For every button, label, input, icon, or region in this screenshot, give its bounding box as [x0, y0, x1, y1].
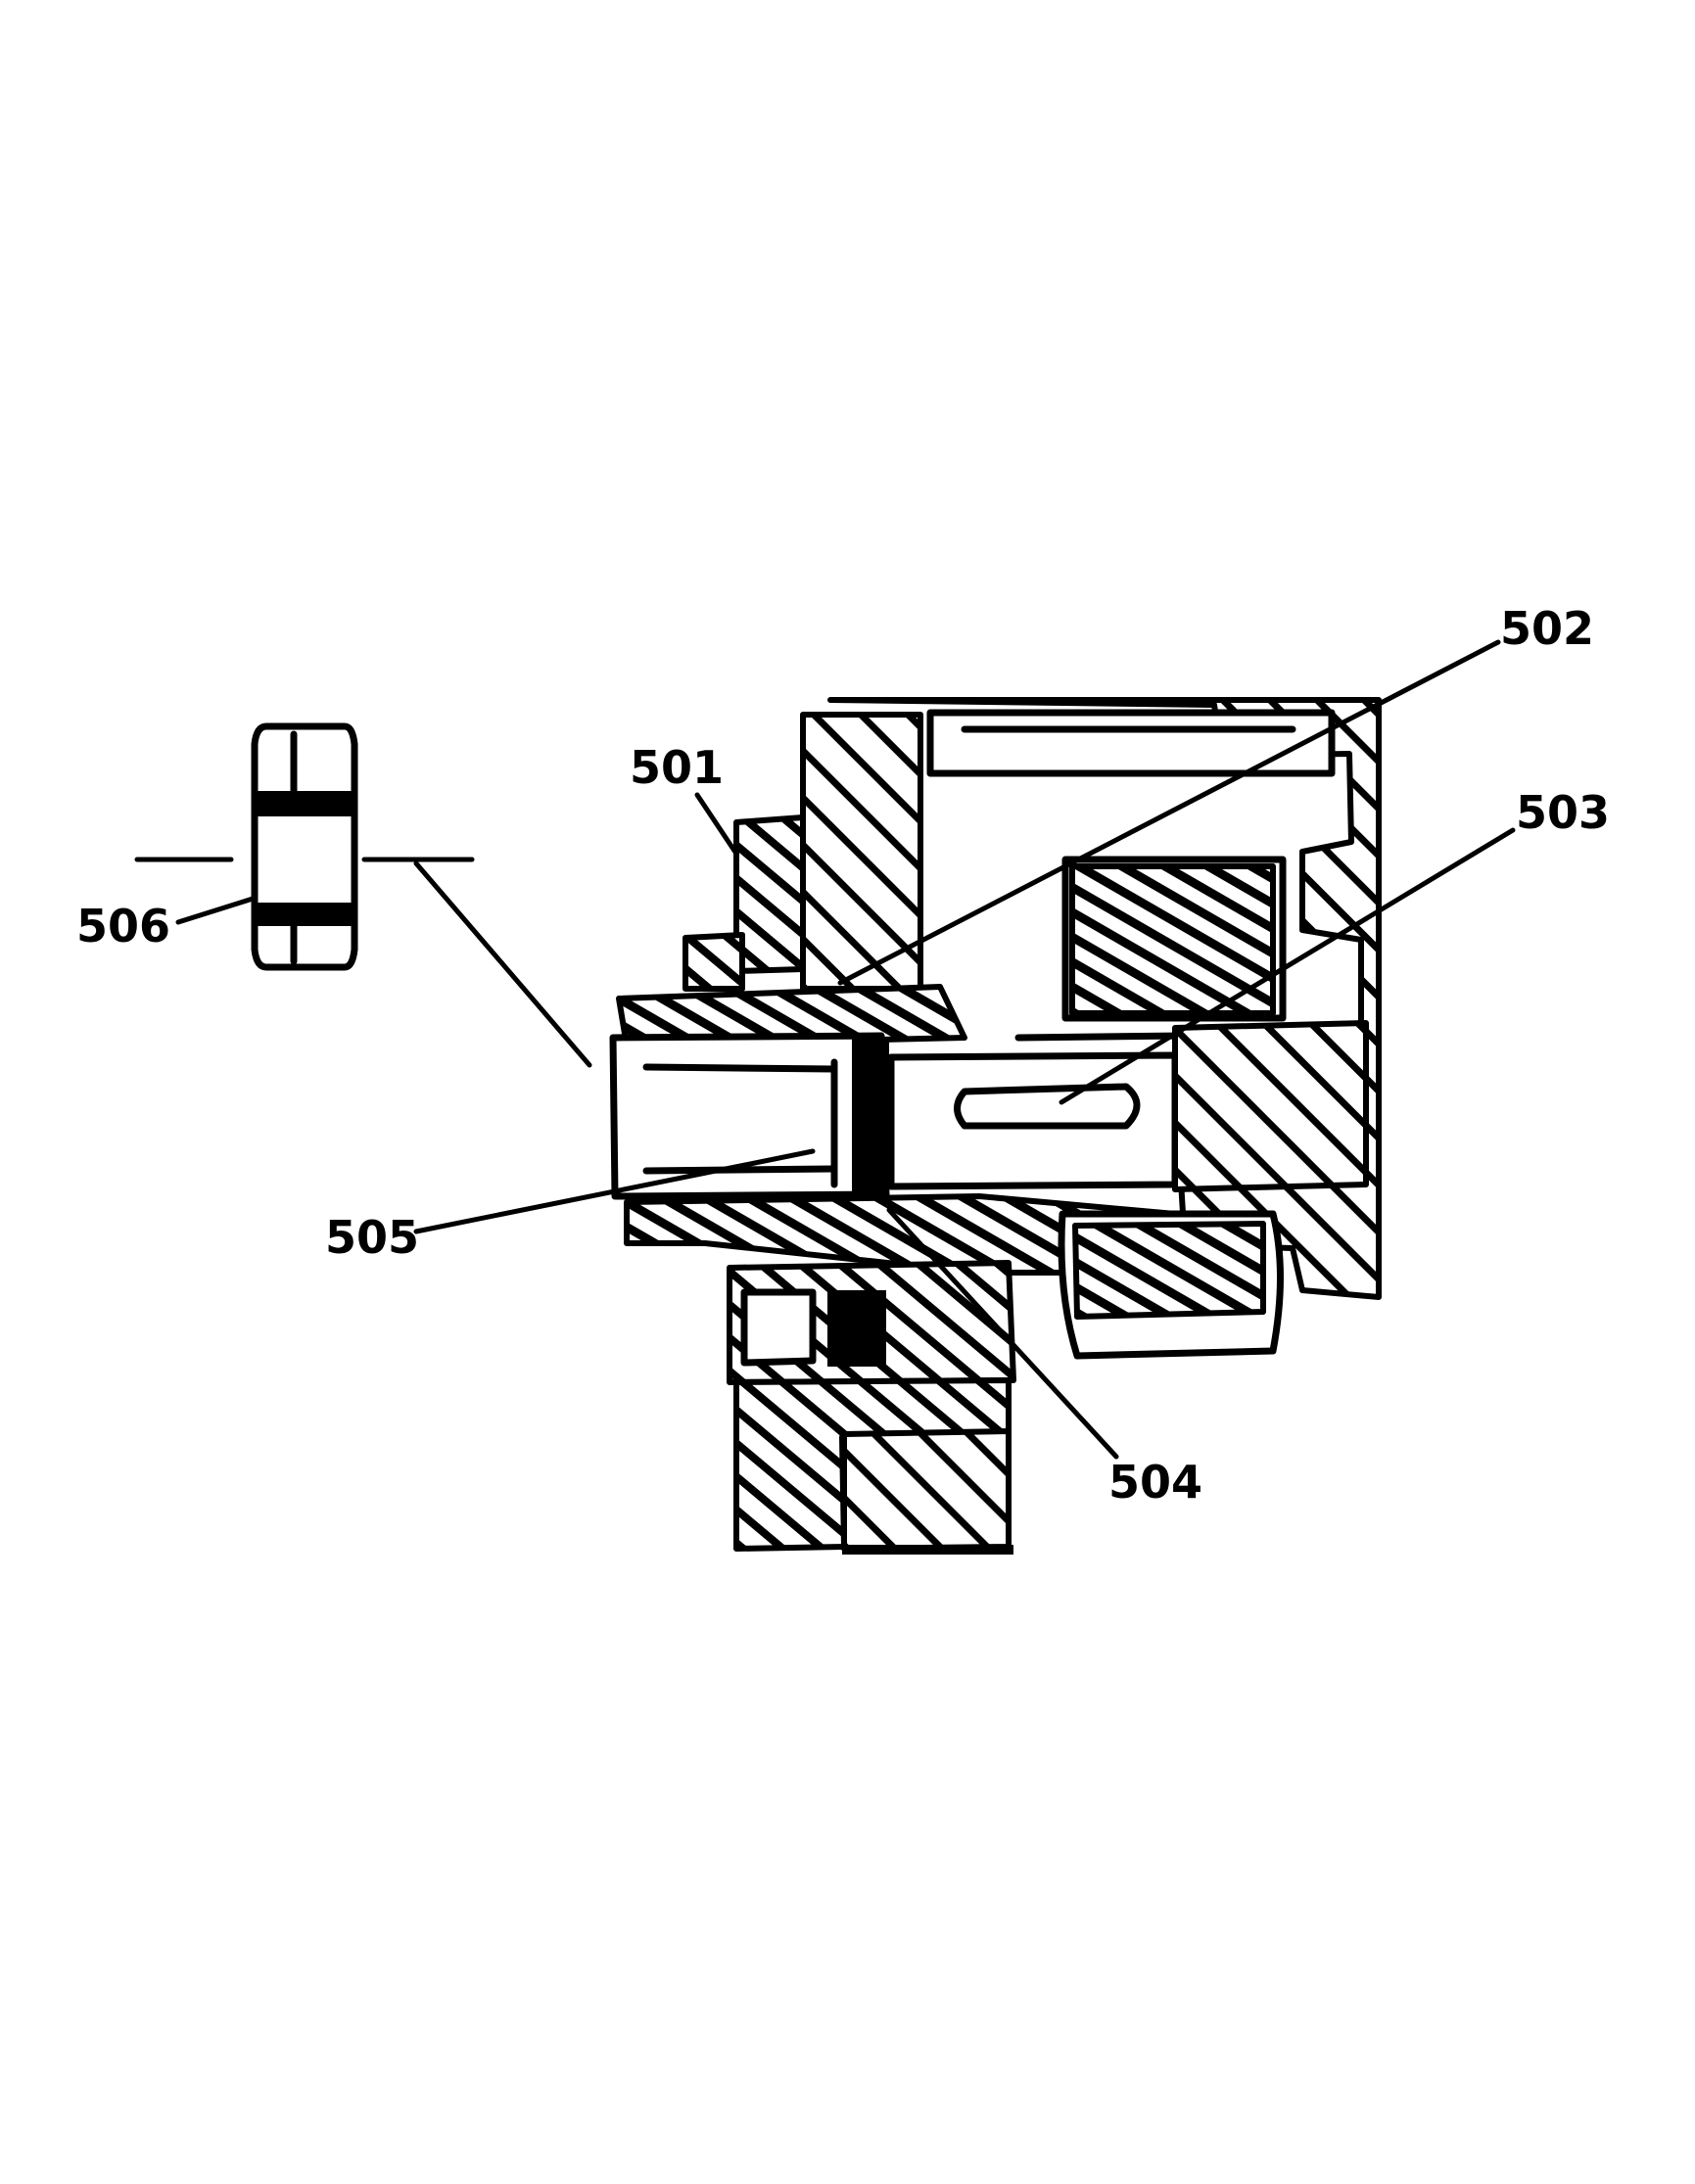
- label-505: 505: [325, 1211, 419, 1264]
- label-501: 501: [630, 741, 724, 794]
- main-assembly: [609, 697, 1382, 1555]
- leader-503: [1059, 827, 1516, 1105]
- leader-505: [413, 1148, 816, 1234]
- leader-506: [175, 896, 256, 925]
- leader-501: [694, 792, 739, 857]
- nut-part: [251, 722, 358, 971]
- reference-labels: 501 502 503 504 505 506: [76, 602, 1610, 1509]
- leader-502: [837, 639, 1501, 986]
- label-506: 506: [76, 900, 170, 953]
- leader-504: [886, 1207, 1119, 1460]
- label-503: 503: [1516, 786, 1610, 839]
- label-502: 502: [1500, 602, 1594, 655]
- leader-lines: [175, 639, 1516, 1460]
- axis-line: [134, 857, 592, 1068]
- label-504: 504: [1108, 1456, 1202, 1509]
